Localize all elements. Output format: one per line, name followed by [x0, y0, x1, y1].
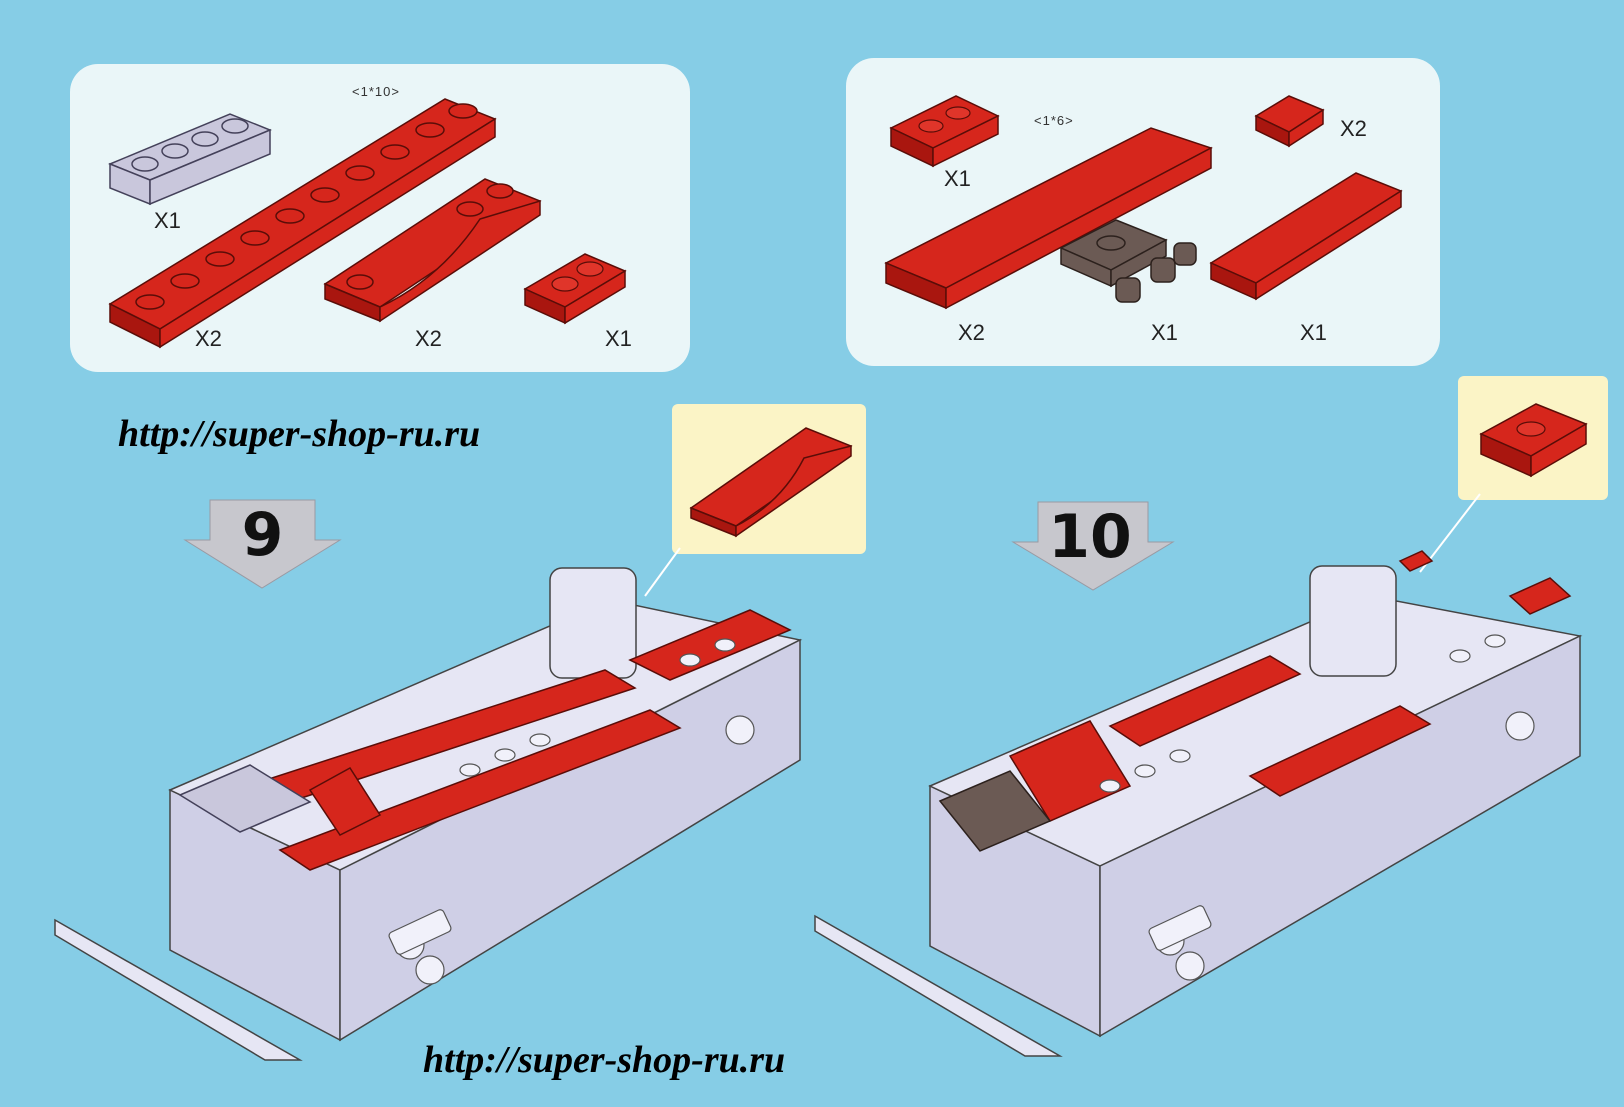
qty-red-tile-1x4: X1 [1300, 320, 1327, 345]
step10-callout [1458, 376, 1608, 500]
red-arch-plate-icon [689, 427, 853, 538]
watermark-top: http://super-shop-ru.ru [118, 413, 481, 455]
step10-parts-panel: X1 <1*6> X2 X2 X1 X1 [846, 58, 1440, 366]
qty-grey-plate: X1 [154, 208, 181, 233]
size-tag-1x6: <1*6> [1034, 113, 1074, 128]
step10-model [814, 550, 1583, 1057]
grey-plate-1x4-icon [108, 113, 272, 206]
step10-number: 10 [1048, 502, 1132, 572]
step9-callout [672, 404, 866, 554]
brown-hitch-plate-icon [1059, 219, 1197, 303]
qty-red-plate-1x6: X2 [958, 320, 985, 345]
qty-red-plate-1x10: X2 [195, 326, 222, 351]
size-tag-1x10: <1*10> [352, 84, 400, 99]
qty-brown-hitch: X1 [1151, 320, 1178, 345]
red-plate-1x2-icon [523, 253, 627, 325]
step9-parts-panel: <1*10> X1 X2 X2 X1 [70, 64, 690, 372]
watermark-bottom: http://super-shop-ru.ru [423, 1039, 786, 1081]
qty-red-tile-1x1: X2 [1340, 116, 1367, 141]
qty-arch-plate: X2 [415, 326, 442, 351]
step9-number: 9 [241, 500, 284, 570]
step10-arrow [1011, 501, 1175, 591]
red-plate-1x6-icon [884, 127, 1213, 310]
red-tile-1x4-icon [1209, 172, 1403, 301]
red-tile-2x2-icon [1479, 403, 1588, 478]
red-tile-1x1-icon [1254, 95, 1325, 148]
step9-arrow [183, 499, 342, 589]
qty-red-plate-1x2: X1 [605, 326, 632, 351]
step9-model [54, 567, 803, 1061]
qty-red-plate-2x2: X1 [944, 166, 971, 191]
red-plate-1x10-icon [108, 98, 497, 349]
red-arch-plate-icon [323, 178, 542, 323]
red-plate-2x2-icon [889, 95, 1000, 168]
